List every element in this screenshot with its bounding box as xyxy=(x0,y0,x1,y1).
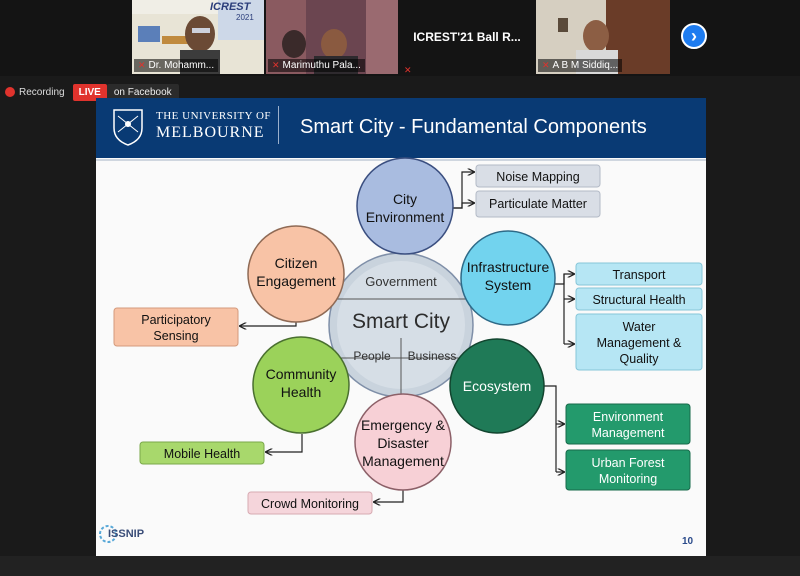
node-label: Environment xyxy=(366,209,445,225)
node-ecosystem: Ecosystem xyxy=(449,338,545,434)
label-text: Urban Forest xyxy=(592,456,665,470)
participant-name-1: ✕Dr. Mohamm... xyxy=(134,59,219,72)
node-label: Infrastructure xyxy=(467,259,550,275)
node-emergency: Emergency & Disaster Management xyxy=(354,393,452,491)
label-text: Particulate Matter xyxy=(489,197,587,211)
node-label: City xyxy=(393,191,417,207)
university-prefix: THE UNIVERSITY OF xyxy=(156,110,272,122)
label-crowd-monitoring: Crowd Monitoring xyxy=(247,491,373,515)
microphone-muted-icon: ✕ xyxy=(404,65,412,75)
participant-banner-year: 2021 xyxy=(236,13,254,22)
participant-banner-title: ICREST xyxy=(210,1,251,13)
node-label: Emergency & xyxy=(361,417,446,433)
label-text: Management & xyxy=(597,336,682,350)
smart-city-center: Government Smart City People Business xyxy=(328,252,474,398)
connector-mobile xyxy=(266,434,303,452)
participant-name-text: A B M Siddiq... xyxy=(552,60,619,71)
node-label: Ecosystem xyxy=(463,378,531,394)
label-text: Transport xyxy=(612,268,666,282)
connector-particulate xyxy=(452,203,474,209)
label-text: Noise Mapping xyxy=(496,170,579,184)
label-text: Structural Health xyxy=(592,293,685,307)
label-text: Water xyxy=(623,320,656,334)
header-divider xyxy=(278,106,279,144)
participant-tile-2[interactable]: ✕Marimuthu Pala... xyxy=(266,0,398,74)
node-label: System xyxy=(485,277,532,293)
label-urban-forest: Urban Forest Monitoring xyxy=(565,449,691,491)
node-label: Community xyxy=(266,366,337,382)
label-text: Quality xyxy=(620,352,660,366)
node-community-health: Community Health xyxy=(252,336,350,434)
label-text: Sensing xyxy=(153,329,198,343)
label-mobile-health: Mobile Health xyxy=(139,441,265,465)
label-structural-health: Structural Health xyxy=(575,287,703,311)
label-environment-management: Environment Management xyxy=(565,403,691,445)
participant-tile-3[interactable]: ICREST'21 Ball R... xyxy=(400,0,534,74)
participant-name-3: ICREST'21 Ball R... xyxy=(413,30,521,44)
label-participatory-sensing: Participatory Sensing xyxy=(113,307,239,347)
label-text: Environment xyxy=(593,410,664,424)
footer-logo: ISSNIP xyxy=(108,528,145,540)
university-name: MELBOURNE xyxy=(156,124,265,141)
node-label: Health xyxy=(281,384,321,400)
recording-label: Recording xyxy=(19,86,65,98)
meeting-status-bar: Recording LIVE on Facebook xyxy=(0,81,179,103)
participant-name-text: Dr. Mohamm... xyxy=(148,60,215,71)
label-text: Crowd Monitoring xyxy=(261,497,359,511)
node-label: Citizen xyxy=(275,255,318,271)
participant-strip: ICREST 2021 ✕Dr. Mohamm... ✕Marimuthu Pa… xyxy=(0,0,800,76)
node-label: Engagement xyxy=(256,273,336,289)
participant-tile-1[interactable]: ICREST 2021 ✕Dr. Mohamm... xyxy=(132,0,264,74)
label-text: Mobile Health xyxy=(164,447,240,461)
label-transport: Transport xyxy=(575,262,703,286)
slide-title: Smart City - Fundamental Components xyxy=(300,116,647,138)
participant-name-text: Marimuthu Pala... xyxy=(282,60,361,71)
shared-slide: THE UNIVERSITY OF MELBOURNE Smart City -… xyxy=(96,98,706,556)
node-infrastructure: Infrastructure System xyxy=(460,230,556,326)
participant-name-2: ✕Marimuthu Pala... xyxy=(268,59,365,72)
slide-page-number: 10 xyxy=(682,536,694,547)
center-title: Smart City xyxy=(352,310,451,333)
node-city-environment: City Environment xyxy=(356,157,454,255)
center-business: Business xyxy=(408,349,457,363)
microphone-muted-icon: ✕ xyxy=(542,60,550,70)
live-badge: LIVE xyxy=(72,83,107,101)
smart-city-diagram: Government Smart City People Business Ci… xyxy=(113,157,703,515)
node-citizen-engagement: Citizen Engagement xyxy=(247,225,345,323)
slide-header: THE UNIVERSITY OF MELBOURNE Smart City -… xyxy=(96,98,706,158)
record-icon xyxy=(5,87,15,97)
melbourne-crest-icon xyxy=(113,109,143,146)
label-particulate-matter: Particulate Matter xyxy=(475,190,601,218)
node-label: Management xyxy=(362,453,444,469)
issnip-logo-icon xyxy=(99,525,117,543)
node-label: Disaster xyxy=(377,435,429,451)
microphone-muted-icon: ✕ xyxy=(272,60,280,70)
next-page-icon[interactable]: › xyxy=(681,23,707,49)
microphone-muted-icon: ✕ xyxy=(138,60,146,70)
label-text: Management xyxy=(592,426,665,440)
center-government: Government xyxy=(365,274,437,289)
center-people: People xyxy=(353,349,391,363)
label-text: Monitoring xyxy=(599,472,657,486)
connector-crowd xyxy=(374,486,404,502)
connector-eco-spine xyxy=(544,385,557,472)
bottom-bar xyxy=(0,556,800,576)
label-noise-mapping: Noise Mapping xyxy=(475,164,601,188)
label-text: Participatory xyxy=(141,313,211,327)
participant-name-4: ✕A B M Siddiq... xyxy=(538,59,623,72)
label-water-management: Water Management & Quality xyxy=(575,313,703,371)
live-destination[interactable]: on Facebook xyxy=(106,83,179,101)
participant-tile-4[interactable]: ✕A B M Siddiq... xyxy=(536,0,670,74)
recording-indicator[interactable]: Recording xyxy=(5,87,65,98)
